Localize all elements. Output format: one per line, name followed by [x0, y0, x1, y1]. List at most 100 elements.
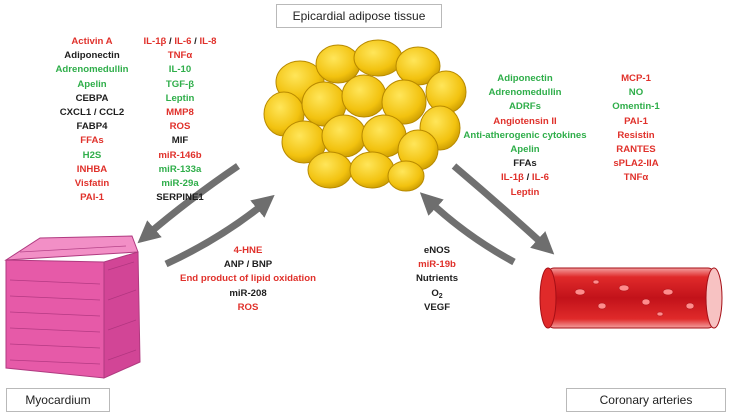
- factor-item: Apelin: [450, 143, 600, 157]
- coronary-label: Coronary arteries: [566, 388, 726, 412]
- factor-item: MIF: [132, 134, 228, 148]
- factor-text: TGF-β: [165, 78, 195, 90]
- factor-item: TGF-β: [132, 78, 228, 92]
- factor-text: Resistin: [617, 129, 655, 141]
- factor-item: Omentin-1: [588, 100, 684, 114]
- factor-text: Adrenomedullin: [488, 87, 562, 99]
- myocardium-illustration: [4, 235, 141, 379]
- factor-text: IL-6: [531, 172, 549, 184]
- arrow-eat-to-myocardium: [137, 163, 240, 244]
- factor-item: ROS: [132, 120, 228, 134]
- factor-text: ADRFs: [509, 101, 541, 113]
- factor-item: sPLA2-IIA: [588, 157, 684, 171]
- factor-text: VEGF: [423, 301, 451, 313]
- factor-text: TNFα: [167, 50, 193, 62]
- factor-text: Leptin: [510, 186, 540, 198]
- factor-text: CXCL1 / CCL2: [59, 106, 125, 118]
- factor-text: Adiponectin: [497, 73, 553, 84]
- factor-text: PAI-1: [624, 115, 648, 127]
- arrow-myocardium-to-eat: [164, 194, 275, 268]
- factor-item: IL-1β / IL-6 / IL-8: [132, 35, 228, 49]
- factor-item: IL-1β / IL-6: [450, 171, 600, 185]
- factor-item: End product of lipid oxidation: [168, 272, 328, 286]
- factor-text: sPLA2-IIA: [613, 158, 659, 170]
- myocardium-label: Myocardium: [6, 388, 110, 412]
- factor-item: Apelin: [44, 78, 140, 92]
- factor-text: Activin A: [71, 36, 113, 47]
- factor-text: 4-HNE: [233, 245, 263, 256]
- factor-text: FFAs: [513, 158, 537, 170]
- factor-item: O2: [392, 287, 482, 301]
- factor-item: FFAs: [44, 134, 140, 148]
- factor-item: Adrenomedullin: [450, 86, 600, 100]
- factor-text: miR-146b: [158, 149, 202, 161]
- factor-text: Anti-atherogenic cytokines: [463, 129, 587, 141]
- factor-item: Nutrients: [392, 272, 482, 286]
- factor-text: ROS: [237, 301, 259, 313]
- factor-item: Anti-atherogenic cytokines: [450, 129, 600, 143]
- factor-item: IL-10: [132, 63, 228, 77]
- factor-text: 2: [438, 292, 443, 300]
- coronary-artery-illustration: [539, 267, 723, 329]
- factor-text: End product of lipid oxidation: [180, 273, 316, 285]
- factor-item: Leptin: [132, 92, 228, 106]
- factor-item: PAI-1: [44, 191, 140, 205]
- factor-item: TNFα: [588, 171, 684, 185]
- factor-item: ROS: [168, 301, 328, 315]
- factor-text: MIF: [171, 135, 189, 147]
- factor-text: miR-208: [229, 287, 267, 299]
- factor-item: TNFα: [132, 49, 228, 63]
- factor-text: Leptin: [165, 92, 195, 104]
- factor-text: O: [431, 287, 439, 299]
- factor-item: Activin A: [44, 35, 140, 49]
- factor-item: miR-29a: [132, 177, 228, 191]
- factor-item: INHBA: [44, 163, 140, 177]
- factor-item: Adiponectin: [44, 49, 140, 63]
- factor-item: Visfatin: [44, 177, 140, 191]
- factor-item: MMP8: [132, 106, 228, 120]
- factor-item: RANTES: [588, 143, 684, 157]
- factor-text: /: [523, 172, 532, 184]
- factor-item: Resistin: [588, 129, 684, 143]
- factor-item: miR-146b: [132, 149, 228, 163]
- factor-text: MMP8: [166, 106, 194, 118]
- factor-text: Adiponectin: [64, 50, 120, 62]
- factor-text: Apelin: [510, 143, 540, 155]
- arrow-eat-to-coronary: [451, 163, 555, 255]
- factor-text: ROS: [169, 121, 191, 133]
- factor-item: eNOS: [392, 244, 482, 258]
- factor-text: IL-1β: [143, 36, 167, 47]
- factor-item: 4-HNE: [168, 244, 328, 258]
- adipose-tissue-illustration: [263, 39, 467, 192]
- factor-item: ADRFs: [450, 100, 600, 114]
- factor-text: INHBA: [76, 163, 108, 175]
- factor-text: Adrenomedullin: [55, 64, 129, 76]
- factor-item: NO: [588, 86, 684, 100]
- factor-text: SERPINE1: [156, 192, 204, 204]
- factor-item: Adrenomedullin: [44, 63, 140, 77]
- factor-text: /: [166, 36, 175, 47]
- factor-item: miR-208: [168, 287, 328, 301]
- factor-text: IL-8: [199, 36, 217, 47]
- factor-item: H2S: [44, 149, 140, 163]
- factor-text: Apelin: [77, 78, 107, 90]
- factor-text: Omentin-1: [612, 101, 660, 113]
- factor-text: MCP-1: [621, 73, 651, 84]
- factor-item: miR-19b: [392, 258, 482, 272]
- factor-text: IL-10: [168, 64, 192, 76]
- factor-text: TNFα: [623, 172, 649, 184]
- factor-text: IL-6: [174, 36, 192, 47]
- arrow-coronary-to-eat: [419, 192, 516, 266]
- factor-item: SERPINE1: [132, 191, 228, 205]
- factor-item: CEBPA: [44, 92, 140, 106]
- factor-item: ANP / BNP: [168, 258, 328, 272]
- eat-label: Epicardial adipose tissue: [276, 4, 442, 28]
- factor-text: H2S: [82, 149, 102, 161]
- factor-text: Visfatin: [74, 177, 110, 189]
- factor-item: PAI-1: [588, 115, 684, 129]
